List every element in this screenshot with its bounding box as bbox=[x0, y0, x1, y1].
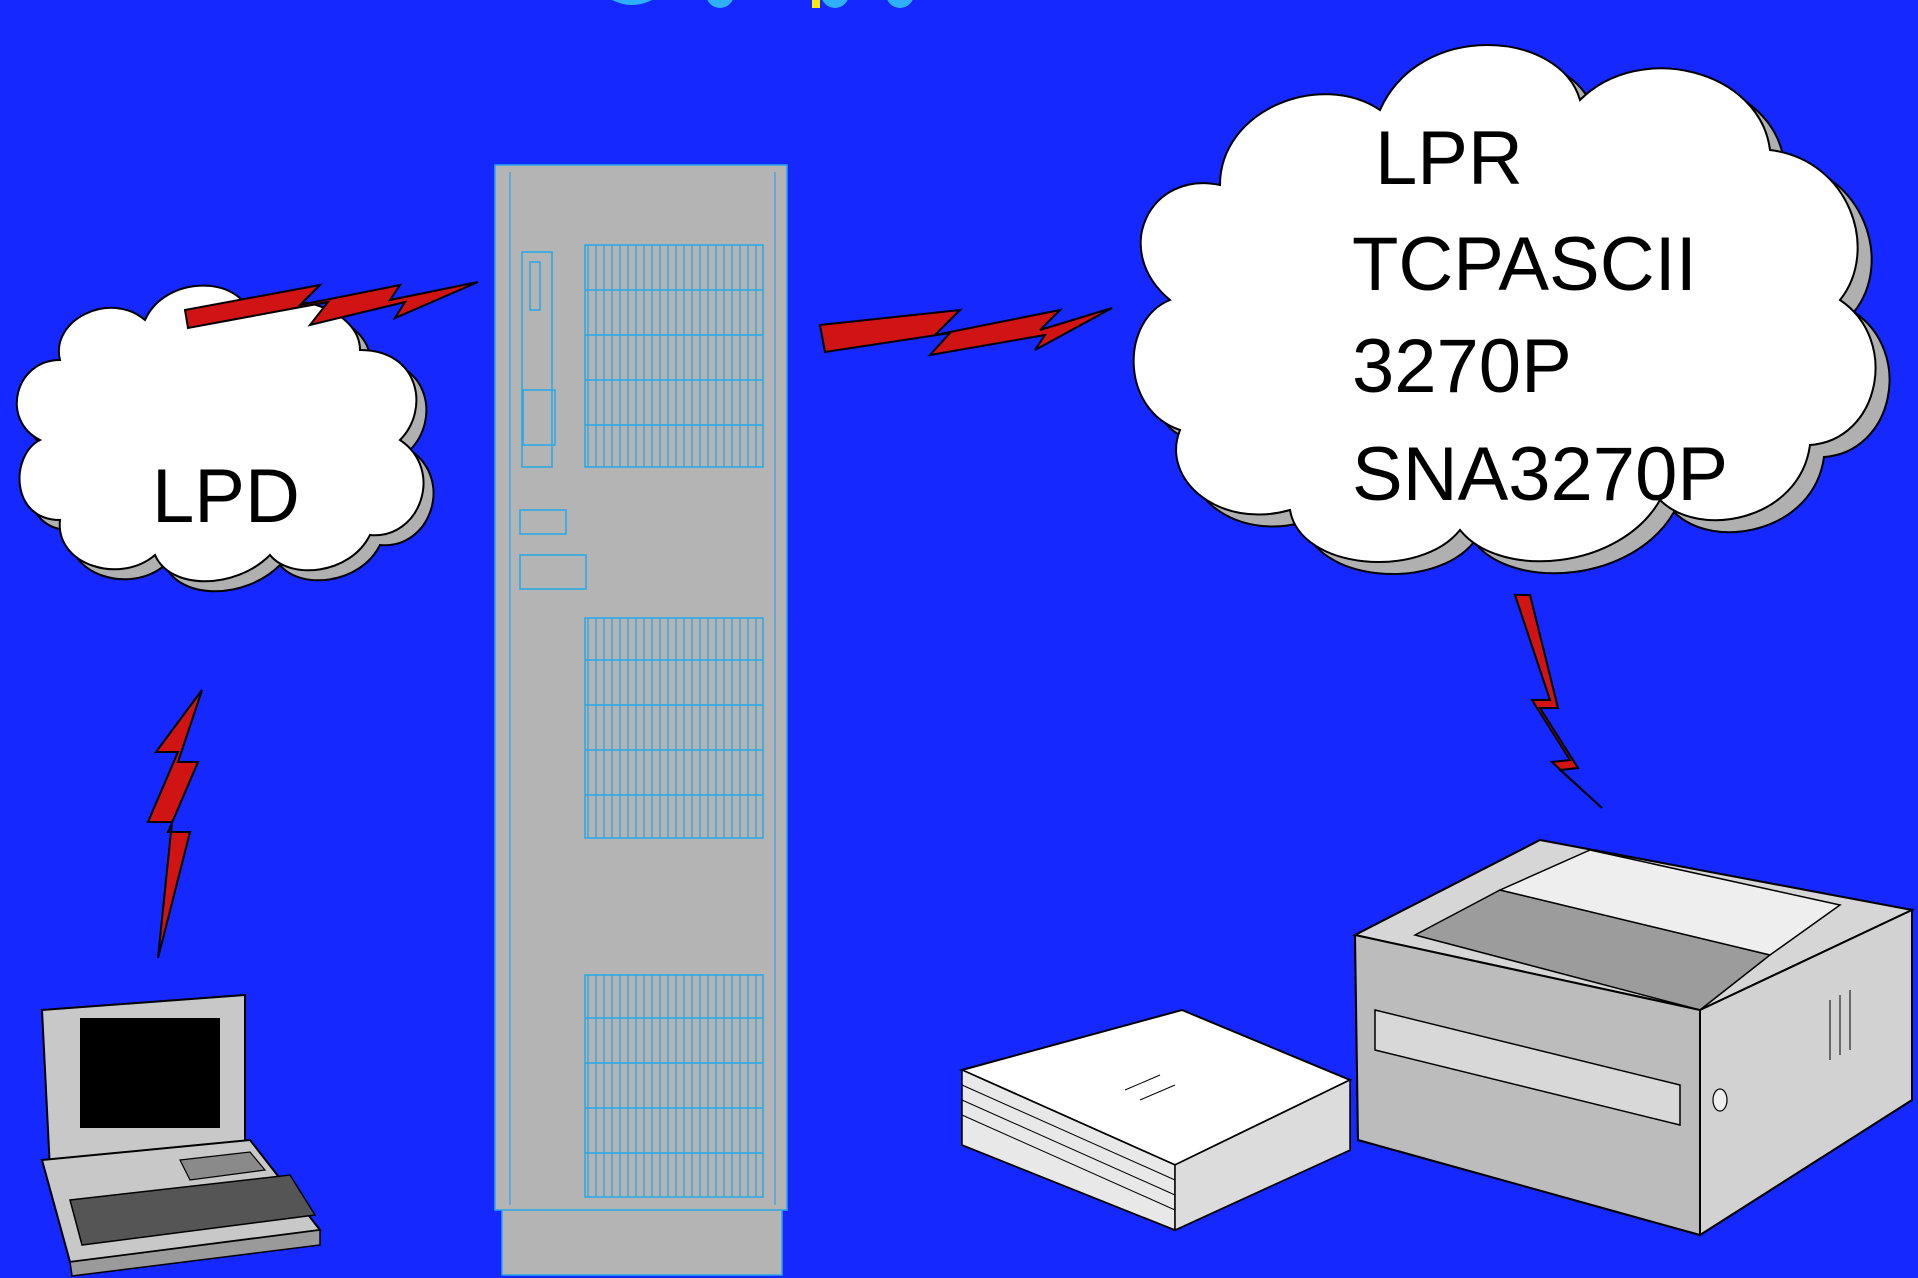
server-vent-bottom bbox=[584, 974, 764, 1198]
printer-icon bbox=[1352, 838, 1916, 1237]
laptop-icon bbox=[40, 993, 322, 1277]
lightning-server-to-cloud bbox=[818, 307, 1113, 357]
cloud-icon bbox=[1132, 44, 1891, 576]
protocol-3270p: 3270P bbox=[1352, 324, 1572, 409]
cloud-protocols: LPR TCPASCII 3270P SNA3270P bbox=[1132, 44, 1891, 576]
cloud-lpd: LPD bbox=[15, 284, 435, 593]
lightning-icon bbox=[183, 281, 479, 330]
server-vent-middle bbox=[584, 617, 764, 839]
lightning-icon bbox=[146, 689, 203, 959]
protocol-tcpascii: TCPASCII bbox=[1352, 222, 1697, 307]
lightning-cloud-to-printer bbox=[1513, 594, 1603, 809]
lightning-left-to-server bbox=[183, 281, 479, 330]
protocol-lpr: LPR bbox=[1375, 116, 1523, 201]
lightning-laptop-to-cloud bbox=[146, 689, 203, 959]
server-tower-icon bbox=[494, 164, 788, 1276]
cloud-lpd-label: LPD bbox=[152, 454, 300, 539]
server-vent-top bbox=[584, 244, 764, 468]
cloud-icon bbox=[15, 284, 435, 593]
clipped-title-fragment bbox=[612, 0, 913, 8]
lightning-icon bbox=[818, 307, 1113, 357]
lightning-icon bbox=[1513, 594, 1603, 809]
protocol-sna3270p: SNA3270P bbox=[1352, 432, 1728, 517]
paper-stack-icon bbox=[959, 1008, 1353, 1232]
